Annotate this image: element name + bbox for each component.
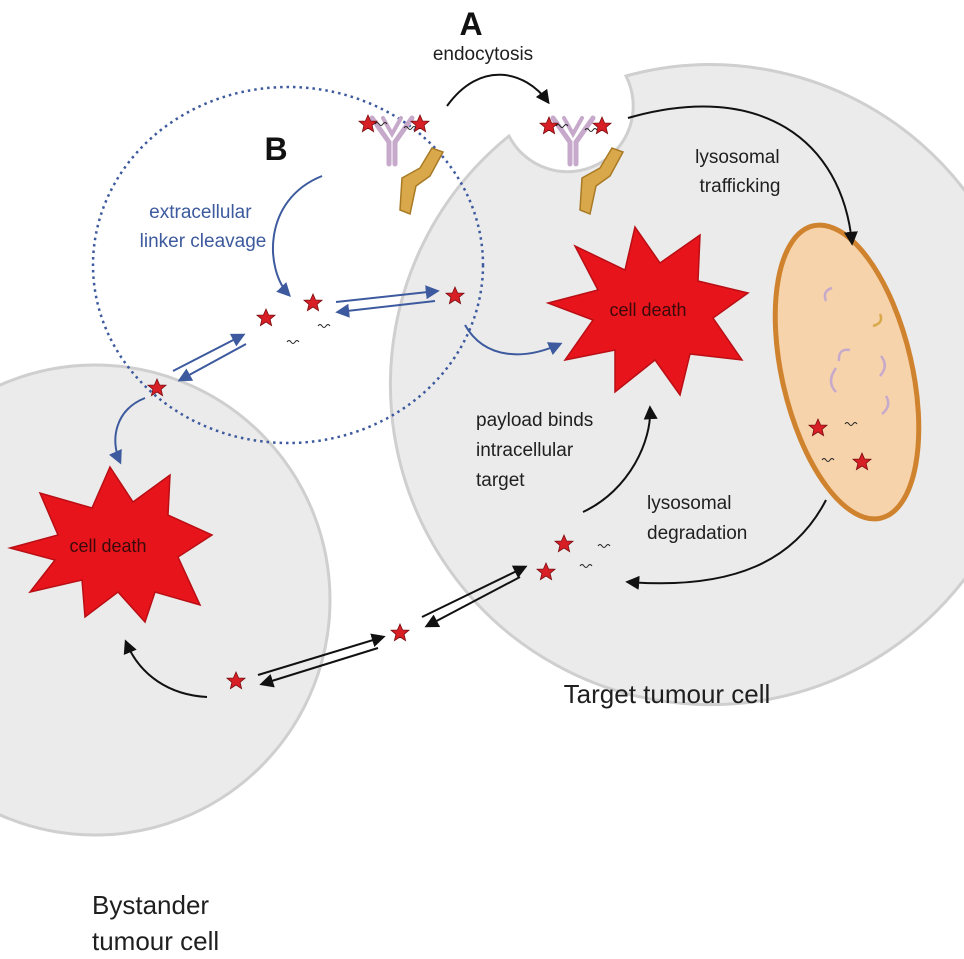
cell-death-burst-bystander (7, 465, 214, 624)
label-cell-death-target: cell death (609, 300, 686, 320)
cell-death-burst-target (545, 225, 750, 397)
label-bystander-cell: Bystander tumour cell (92, 890, 219, 956)
label-cell-death-bystander: cell death (69, 536, 146, 556)
receptor-icon (579, 147, 625, 216)
label-lysosomal-degradation: lysosomal degradation (647, 493, 747, 544)
arrow-to-target-death (464, 324, 563, 356)
arrow-linker-cleavage (272, 175, 323, 298)
star-icon (256, 308, 276, 327)
label-payload-binds: payload binds intracellular target (476, 410, 599, 491)
arrow-bystander-death (123, 639, 208, 698)
linker-squiggle-icon (286, 340, 300, 344)
equilibrium-arrows-upper (172, 285, 440, 382)
adc-antibody-icon (550, 115, 596, 167)
bystander-cell (0, 363, 332, 837)
arrow-to-bystander-death (108, 397, 146, 465)
arrow-endocytosis (446, 73, 550, 107)
arrow-lysosomal-degradation (625, 499, 827, 590)
label-lysosomal-trafficking: lysosomal trafficking (695, 147, 785, 197)
panel-label-a: A (459, 6, 482, 42)
linker-squiggle-icon (317, 324, 331, 328)
star-icon (390, 623, 410, 641)
label-endocytosis: endocytosis (433, 44, 533, 65)
label-target-cell: Target tumour cell (564, 679, 771, 709)
equilibrium-arrows-lower (257, 565, 528, 688)
extracellular-region (91, 85, 485, 445)
arrow-payload-binds (582, 405, 658, 513)
lysosome-icon (772, 222, 922, 522)
arrow-lysosomal-trafficking (627, 105, 858, 246)
receptor-icon (399, 147, 445, 216)
star-icon (303, 293, 323, 312)
label-extracellular-linker-cleavage: extracellular linker cleavage (140, 202, 267, 252)
panel-label-b: B (264, 131, 287, 167)
adc-antibody-icon (369, 115, 415, 167)
star-icon (592, 116, 612, 135)
